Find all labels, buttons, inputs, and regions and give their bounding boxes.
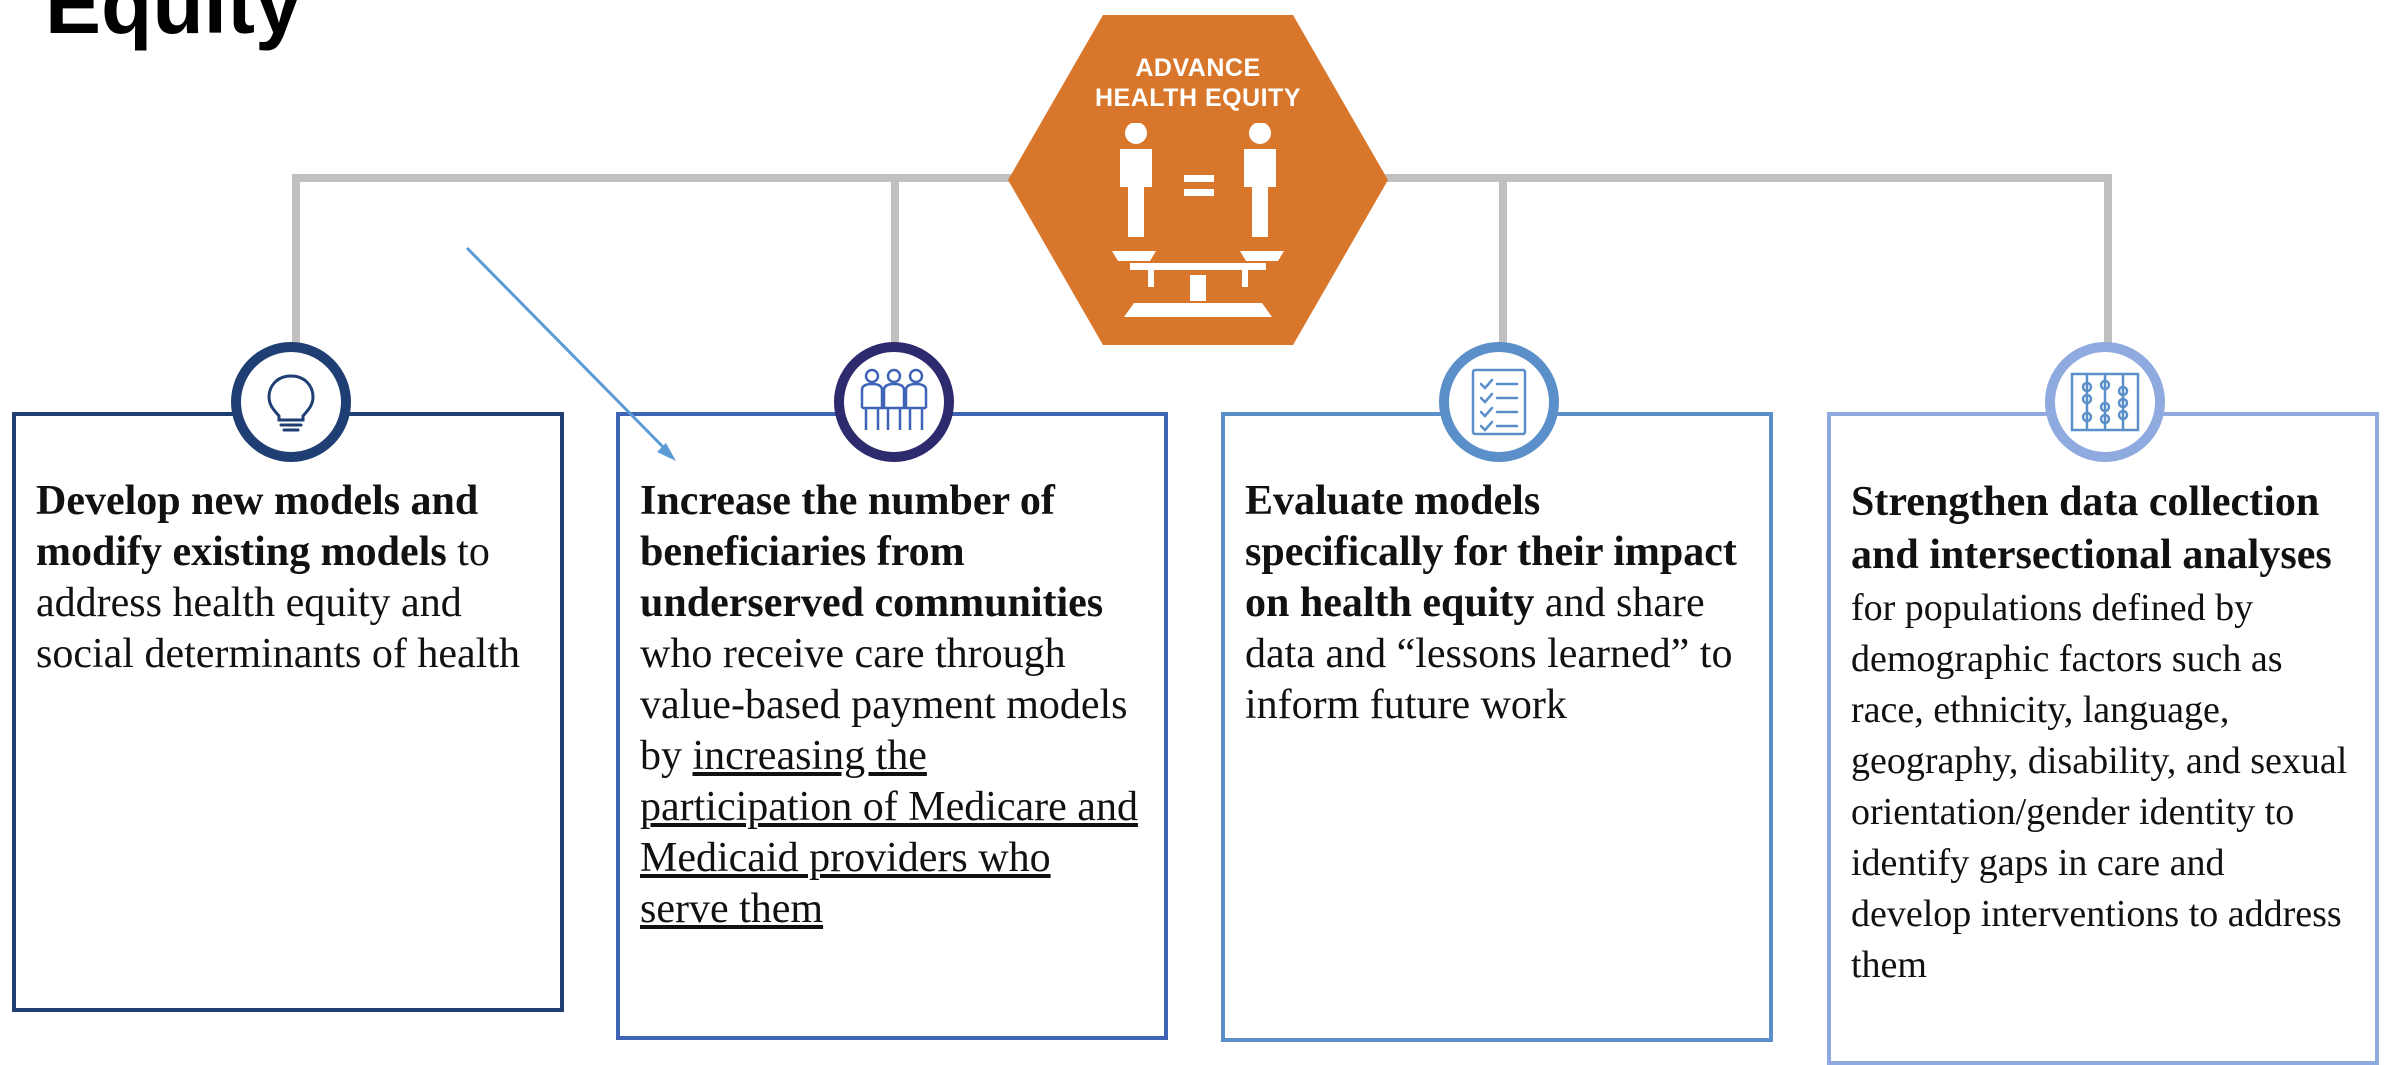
card-body-text: and share data and “lessons learned” to … (1245, 580, 1733, 728)
page-title: Equity (45, 0, 302, 51)
people-group-icon (860, 368, 928, 430)
abacus-icon (2070, 372, 2140, 432)
card-body-text: for populations defined by demographic f… (1851, 587, 2348, 986)
card-text: Develop new models and modify existing m… (36, 476, 534, 680)
card-badge-1 (231, 342, 351, 462)
card-lead-text: Evaluate models specifically for their i… (1245, 478, 1737, 626)
hexagon-label-line2: HEALTH EQUITY (1094, 84, 1302, 112)
card-badge-4 (2045, 342, 2165, 462)
card-increase-beneficiaries: Increase the number of beneficiaries fro… (616, 412, 1168, 1040)
advance-health-equity-hexagon: ADVANCE HEALTH EQUITY (1008, 15, 1388, 345)
lightbulb-icon (267, 374, 315, 432)
card-body-text: who receive care through value-based pay… (640, 631, 1128, 779)
card-strengthen-data: Strengthen data collection and intersect… (1827, 412, 2379, 1065)
card-lead-text: Strengthen data collection and intersect… (1851, 479, 2332, 578)
card-badge-2 (834, 342, 954, 462)
card-evaluate-models: Evaluate models specifically for their i… (1221, 412, 1773, 1042)
card-text: Increase the number of beneficiaries fro… (640, 476, 1138, 935)
card-text: Evaluate models specifically for their i… (1245, 476, 1743, 731)
card-text: Strengthen data collection and intersect… (1851, 476, 2349, 990)
card-develop-models: Develop new models and modify existing m… (12, 412, 564, 1012)
card-body-text: to address health equity and social dete… (36, 529, 521, 677)
hexagon-label: ADVANCE HEALTH EQUITY (1008, 53, 1388, 113)
hexagon-label-line1: ADVANCE (1135, 54, 1261, 82)
card-badge-3 (1439, 342, 1559, 462)
card-lead-text: Increase the number of beneficiaries fro… (640, 478, 1104, 626)
card-lead-text: Develop new models and modify existing m… (36, 478, 479, 575)
card-underlined-text: increasing the participation of Medicare… (640, 733, 1138, 932)
equality-scale-icon (1112, 123, 1284, 317)
checklist-icon (1471, 368, 1527, 436)
